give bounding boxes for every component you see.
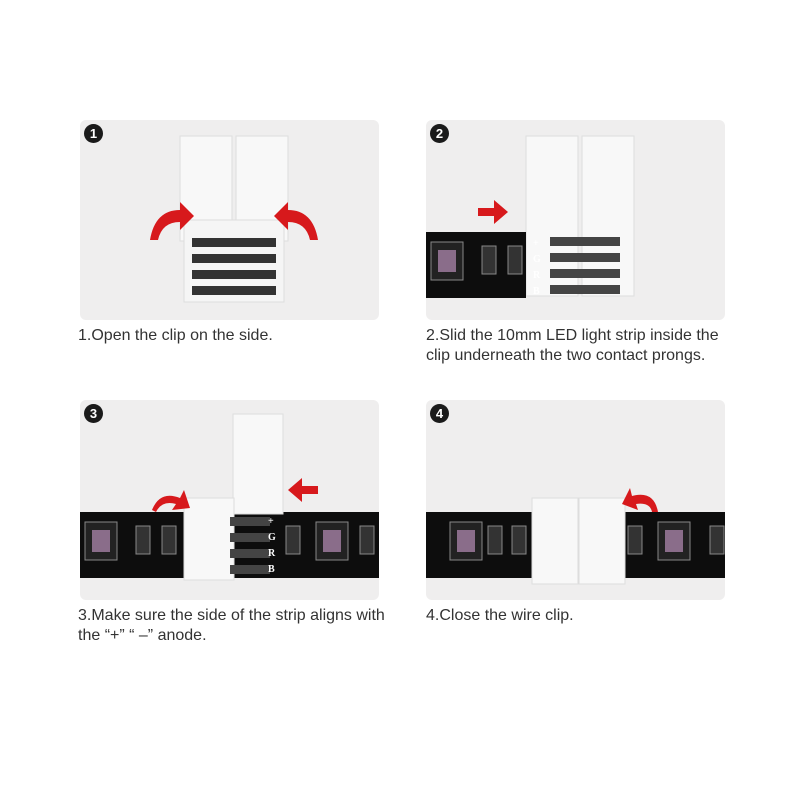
step-number-badge: 3 xyxy=(84,404,103,423)
pin-label: + xyxy=(268,516,274,527)
pin-label: G xyxy=(268,532,276,543)
open-clip-illustration xyxy=(150,135,318,303)
step-number-badge: 2 xyxy=(430,124,449,143)
pin-label: B xyxy=(533,286,540,297)
step-3-panel: 3 + G R B xyxy=(80,400,379,600)
step-1-panel: 1 xyxy=(80,120,379,320)
step-4-panel: 4 xyxy=(426,400,725,600)
rotate-arrow-right-icon xyxy=(274,202,318,240)
rotate-arrow-icon xyxy=(152,490,190,512)
rotate-arrow-left-icon xyxy=(150,202,194,240)
step-number-badge: 4 xyxy=(430,404,449,423)
pin-label: R xyxy=(268,548,276,559)
step-4-caption: 4.Close the wire clip. xyxy=(426,607,574,624)
insert-strip-illustration: + G R B xyxy=(426,135,635,298)
step-number-badge: 1 xyxy=(84,124,103,143)
arrow-right-icon xyxy=(478,200,508,224)
step-3-caption: 3.Make sure the side of the strip aligns… xyxy=(78,607,385,644)
pin-label: B xyxy=(268,564,275,575)
arrow-left-icon xyxy=(288,478,318,502)
step-2-panel: 2 + G R B xyxy=(426,120,725,320)
pin-label: G xyxy=(533,254,541,265)
closed-clip-illustration xyxy=(426,488,725,585)
align-strip-illustration: + G R B xyxy=(80,413,379,581)
step-2-caption: 2.Slid the 10mm LED light strip inside t… xyxy=(426,327,719,364)
step-1-caption: 1.Open the clip on the side. xyxy=(78,327,273,344)
rotate-arrow-icon xyxy=(622,488,658,512)
pin-label: + xyxy=(533,238,539,249)
pin-label: R xyxy=(533,270,541,281)
